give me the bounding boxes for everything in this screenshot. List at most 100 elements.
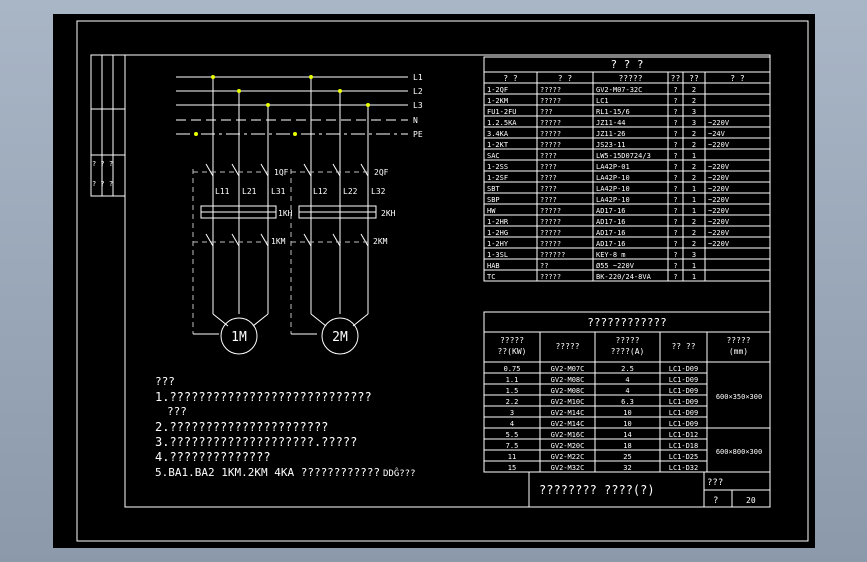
device-table-cell: ~220V — [708, 229, 730, 237]
junction-dots — [194, 75, 370, 136]
note-tail: DDĜ??? — [383, 467, 416, 479]
bus-label-l2: L2 — [413, 87, 423, 96]
device-table-cell: HW — [487, 207, 496, 215]
device-table-cell: LA42P-01 — [596, 163, 630, 171]
device-table-cell: JS23-11 — [596, 141, 626, 149]
notes-title: ??? — [155, 375, 175, 388]
title-block: ???????? ????(?) ??? ? 20 — [528, 471, 771, 508]
selection-table-cell: 15 — [508, 464, 516, 472]
selection-table-header: ??(KW) — [498, 347, 527, 356]
device-table-cell: HAB — [487, 262, 500, 270]
device-table-cell: 2 — [692, 174, 696, 182]
bus-label-l1: L1 — [413, 73, 423, 82]
label-1kh: 1KH — [278, 209, 293, 218]
device-table-header: ?? — [671, 74, 681, 83]
selection-table-cell: GV2-M20C — [551, 442, 585, 450]
device-table-cell: ? — [673, 218, 677, 226]
selection-table-cell: GV2-M22C — [551, 453, 585, 461]
device-table-cell: LA42P-10 — [596, 185, 630, 193]
device-table-cell: RL1-15/6 — [596, 108, 630, 116]
selection-table-cell: 32 — [623, 464, 631, 472]
device-table-cell: 3 — [692, 119, 696, 127]
selection-table-cell: LC1-D32 — [669, 464, 699, 472]
device-table-cell: ~220V — [708, 218, 730, 226]
device-table-cell: TC — [487, 273, 495, 281]
device-table-cell: ~220V — [708, 196, 730, 204]
device-table-cell: ? — [673, 229, 677, 237]
device-table-cell: ????? — [540, 86, 561, 94]
device-table-cell: ? — [673, 163, 677, 171]
device-table-cell: ????? — [540, 141, 561, 149]
device-table-cell: 1-3SL — [487, 251, 508, 259]
selection-table-title: ???????????? — [587, 316, 666, 329]
device-table-cell: ? — [673, 152, 677, 160]
device-table-cell: ~220V — [708, 185, 730, 193]
svg-text:? ? ?: ? ? ? — [92, 160, 113, 168]
junction-dot — [293, 132, 297, 136]
selection-table-cell: 2.5 — [621, 365, 634, 373]
selection-table-cell: GV2-M16C — [551, 431, 585, 439]
selection-table-cell: LC1-D18 — [669, 442, 699, 450]
selection-table-cell: 11 — [508, 453, 516, 461]
device-table-header: ? ? — [503, 74, 518, 83]
device-table-cell: ~220V — [708, 240, 730, 248]
selection-table-cell: 2.2 — [506, 398, 519, 406]
device-table-cell: 3.4KA — [487, 130, 509, 138]
device-table-cell: 1 — [692, 185, 696, 193]
device-table-cell: ????? — [540, 130, 561, 138]
device-table-cell: ??? — [540, 108, 553, 116]
device-table-cell: 3 — [692, 108, 696, 116]
junction-dot — [211, 75, 215, 79]
device-table-cell: ???? — [540, 185, 557, 193]
device-table-cell: ????? — [540, 218, 561, 226]
device-list-table: ? ? ?? ?? ??????????? ?1-2QF?????GV2-M07… — [483, 56, 771, 282]
selection-table-cell: GV2-M10C — [551, 398, 585, 406]
device-table-cell: ? — [673, 174, 677, 182]
device-table-cell: Ø55 ~220V — [596, 262, 635, 270]
selection-table-cell: 4 — [510, 420, 514, 428]
device-table-cell: LA42P-10 — [596, 196, 630, 204]
device-table-cell: 2 — [692, 229, 696, 237]
enclosure-size-small: 600×350×300 — [716, 393, 762, 401]
device-table-cell: ~220V — [708, 119, 730, 127]
selection-table-cell: LC1-D09 — [669, 409, 699, 417]
device-table-cell: LC1 — [596, 97, 609, 105]
device-table-cell: 1-2KT — [487, 141, 509, 149]
page-number: 20 — [746, 496, 756, 505]
device-table-cell: AD17-16 — [596, 207, 626, 215]
device-table-cell: ???? — [540, 163, 557, 171]
device-table-cell: ? — [673, 185, 677, 193]
device-table-header: ?? — [689, 74, 699, 83]
device-table-cell: 1-2QF — [487, 86, 508, 94]
device-table-cell: ~220V — [708, 141, 730, 149]
device-table-cell: ????? — [540, 207, 561, 215]
motor-circuit — [192, 77, 377, 355]
device-table-cell: 2 — [692, 141, 696, 149]
selection-table-cell: 10 — [623, 409, 631, 417]
selection-table-cell: LC1-D09 — [669, 398, 699, 406]
selection-table-cell: GV2-M08C — [551, 376, 585, 384]
device-table-cell: JZ11-44 — [596, 119, 626, 127]
bus-label-pe: PE — [413, 130, 423, 139]
device-table-cell: ???? — [540, 174, 557, 182]
binding-strip: ? ? ? ? ? ? — [90, 54, 126, 197]
label-l11: L11 — [215, 187, 230, 196]
device-table-cell: BK-220/24-8VA — [596, 273, 652, 281]
selection-table-cell: GV2-M14C — [551, 420, 585, 428]
svg-text:? ? ?: ? ? ? — [92, 180, 113, 188]
selection-table-cell: 10 — [623, 420, 631, 428]
device-table-cell: AD17-16 — [596, 229, 626, 237]
note-line-4: 4.?????????????? — [155, 450, 271, 464]
device-table-cell: ~220V — [708, 207, 730, 215]
device-table-cell: LW5-15D0724/3 — [596, 152, 651, 160]
device-table-cell: ? — [673, 141, 677, 149]
selection-table-header: ????? — [555, 342, 579, 351]
device-table-cell: ????? — [540, 229, 561, 237]
selection-table-header: (mm) — [729, 347, 748, 356]
device-table-cell: ????? — [540, 240, 561, 248]
device-table-cell: ? — [673, 273, 677, 281]
device-table-cell: LA42P-10 — [596, 174, 630, 182]
label-2km: 2KM — [373, 237, 388, 246]
label-l31: L31 — [271, 187, 286, 196]
